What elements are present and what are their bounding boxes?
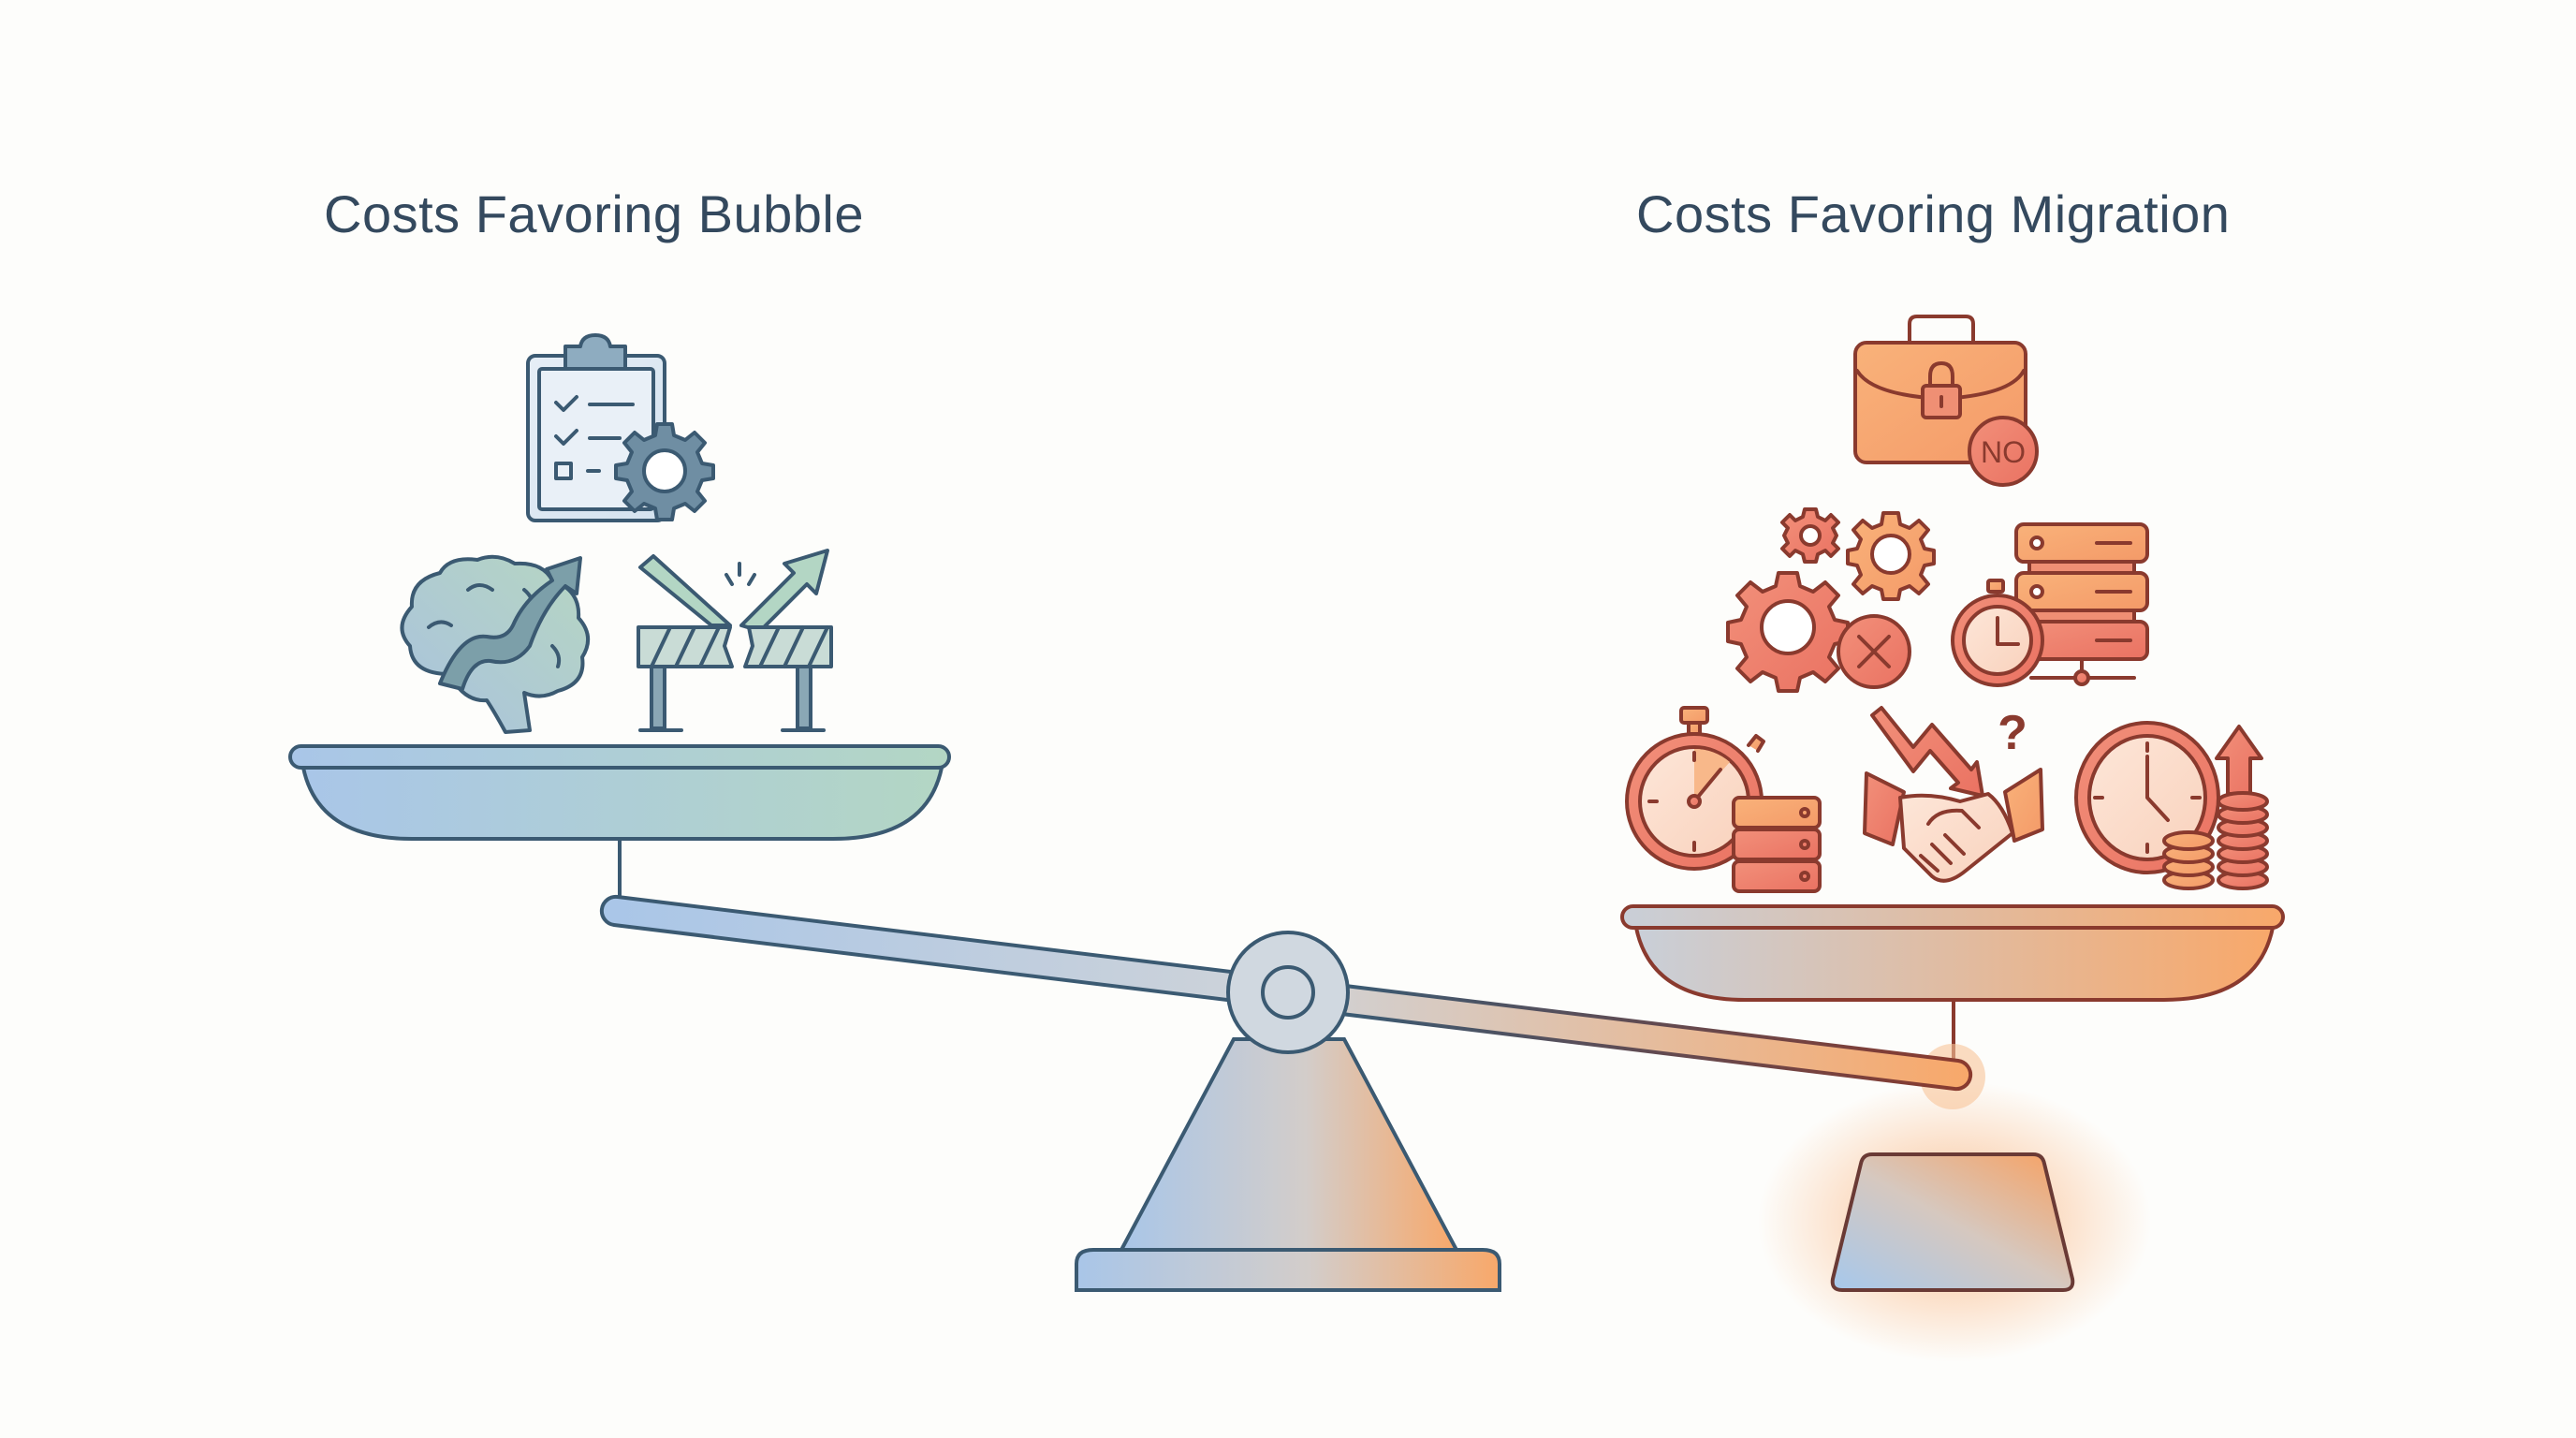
brain-upward-arrow-icon (400, 554, 590, 734)
stopwatch-server-stack-icon (1951, 522, 2149, 687)
clock-coins-rising-icon (2074, 721, 2269, 890)
locked-briefcase-no-icon: NO (1853, 315, 2039, 487)
broken-barrier-arrow-icon (637, 549, 833, 732)
counterweight-block (1758, 1081, 2151, 1362)
stopwatch-database-icon (1625, 706, 1822, 893)
pivot-fulcrum (1075, 1037, 1501, 1292)
left-side-title: Costs Favoring Bubble (324, 184, 865, 243)
clipboard-checklist-gear-icon (526, 333, 715, 522)
right-pan (1620, 904, 2285, 1002)
left-pan (288, 744, 951, 841)
pivot-joint (1226, 931, 1350, 1054)
right-side-title: Costs Favoring Migration (1636, 184, 2231, 243)
question-mark: ? (1998, 706, 2027, 760)
handshake-declining-arrow-icon: ? (1863, 706, 2044, 883)
gears-error-icon (1726, 507, 1936, 693)
no-badge-text: NO (1981, 435, 2026, 469)
